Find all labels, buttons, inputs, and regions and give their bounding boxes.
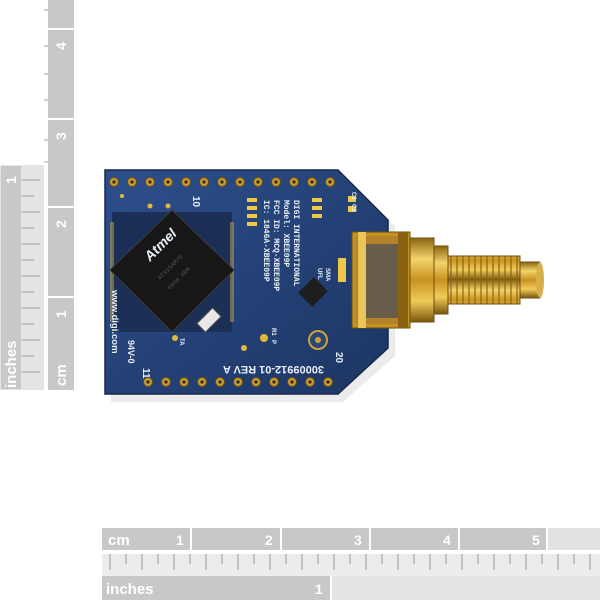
svg-text:P: P (270, 340, 276, 344)
vertical-ruler: inches 1 cm 4 3 2 1 (0, 0, 74, 391)
svg-text:TA: TA (178, 338, 184, 346)
xbee-module: Atmel AT91SAM7S 0906 ARM www.digi.com 94… (104, 169, 395, 402)
ruler-cm-label-horizontal: cm (108, 532, 130, 549)
svg-text:R1: R1 (270, 328, 276, 336)
ruler-cm-tick-2: 2 (53, 220, 69, 228)
pin-label-11: 11 (140, 368, 151, 379)
header-pins-top (109, 177, 335, 187)
ruler-cm-tick-h-1: 1 (176, 532, 184, 548)
ruler-inches-label-horizontal: inches (106, 581, 154, 598)
ruler-cm-tick-h-3: 3 (354, 532, 362, 548)
ruler-cm-tick-h-4: 4 (443, 532, 451, 548)
pin-label-20: 20 (333, 352, 344, 364)
ruler-inches-tick-h-1: 1 (315, 581, 323, 597)
certification-text: DIGI INTERNATIONAL Model: XBEE09P FCC ID… (261, 200, 300, 291)
svg-text:DIGI INTERNATIONAL: DIGI INTERNATIONAL (291, 200, 300, 287)
flammability-label: 94V-0 (126, 340, 136, 364)
svg-text:C1: C1 (350, 192, 356, 200)
svg-text:IC: 1846A-XBEE09P: IC: 1846A-XBEE09P (261, 200, 270, 282)
pin-label-10: 10 (190, 196, 201, 208)
ruler-inches-tick-1: 1 (3, 176, 19, 184)
ruler-cm-label: cm (53, 364, 70, 386)
ruler-cm-tick-h-5: 5 (532, 532, 540, 548)
svg-text:Model: XBEE09P: Model: XBEE09P (281, 200, 290, 267)
ruler-cm-tick-4: 4 (53, 42, 69, 50)
svg-text:C2: C2 (350, 204, 356, 212)
ruler-inches-label: inches (3, 340, 20, 388)
svg-text:SMA: SMA (324, 268, 330, 282)
ruler-cm-tick-1: 1 (53, 310, 69, 318)
svg-text:FCC ID: MCQ-XBEE09P: FCC ID: MCQ-XBEE09P (271, 200, 280, 291)
sma-antenna-connector (351, 231, 544, 329)
horizontal-ruler: cm 1 2 3 4 5 inches 1 (102, 528, 600, 600)
part-number-label: 30009912-01 REV A (223, 363, 324, 375)
ruler-cm-tick-h-2: 2 (265, 532, 273, 548)
svg-text:UFL: UFL (316, 268, 322, 280)
ruler-cm-tick-3: 3 (53, 132, 69, 140)
header-pins-bottom (143, 377, 333, 387)
website-label: www.digi.com (109, 289, 120, 354)
microcontroller-chip: Atmel AT91SAM7S 0906 ARM (109, 209, 235, 333)
